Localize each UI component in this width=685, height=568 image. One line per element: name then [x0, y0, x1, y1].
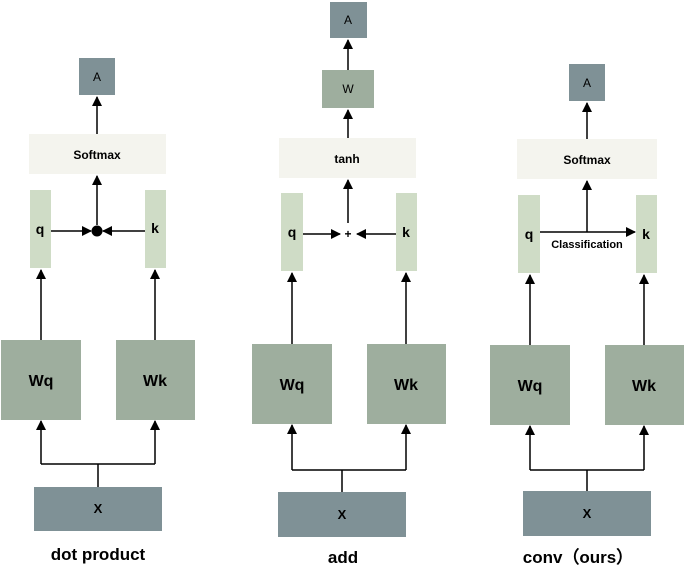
- wk-label: Wk: [394, 377, 418, 394]
- a-label: A: [344, 13, 352, 27]
- x-box: [523, 491, 651, 536]
- wq-box: [252, 344, 332, 424]
- a-label: A: [583, 76, 591, 90]
- tanh-box: [279, 138, 416, 178]
- softmax-box: [29, 134, 166, 174]
- wk-label: Wk: [143, 373, 167, 390]
- k-label: k: [151, 220, 159, 236]
- x-box: [278, 492, 406, 537]
- a-box: [79, 58, 115, 95]
- wq-box: [490, 345, 570, 425]
- q-label: q: [288, 224, 297, 240]
- tanh-label: tanh: [334, 152, 359, 166]
- k-label: k: [402, 224, 410, 240]
- wq-box: [1, 340, 81, 420]
- w-box: [322, 70, 374, 108]
- wq-label: Wq: [518, 378, 543, 395]
- q-box: [281, 193, 303, 271]
- panel-add: X Wq Wk q k tanh W A + add: [252, 2, 446, 567]
- dot-product-node: [91, 225, 103, 237]
- wk-label: Wk: [632, 378, 656, 395]
- k-box: [636, 195, 657, 273]
- x-label: X: [94, 501, 103, 516]
- x-box: [34, 487, 162, 531]
- x-label: X: [583, 506, 592, 521]
- wk-box: [605, 345, 684, 425]
- panel-conv: X Wq Wk q k Softmax A Classification con…: [490, 64, 684, 567]
- a-label: A: [93, 70, 101, 84]
- x-label: X: [338, 507, 347, 522]
- classification-label: Classification: [551, 239, 623, 251]
- softmax-box: [517, 139, 657, 179]
- panel-caption: add: [328, 548, 358, 567]
- a-box: [569, 64, 605, 101]
- panel-dot-product: X Wq Wk q k Softmax A dot p: [1, 58, 195, 564]
- k-label: k: [642, 226, 650, 242]
- add-operator: +: [344, 227, 351, 241]
- q-label: q: [36, 221, 45, 237]
- wk-box: [367, 344, 446, 424]
- k-box: [396, 193, 417, 271]
- q-box: [30, 190, 51, 268]
- wq-label: Wq: [29, 373, 54, 390]
- w-label: W: [342, 82, 354, 96]
- wq-label: Wq: [280, 377, 305, 394]
- a-box: [330, 2, 367, 38]
- wk-box: [116, 340, 195, 420]
- q-label: q: [525, 226, 534, 242]
- panel-caption: conv（ours）: [523, 547, 634, 567]
- softmax-label: Softmax: [563, 153, 611, 167]
- q-box: [518, 195, 540, 273]
- softmax-label: Softmax: [73, 148, 121, 162]
- panel-caption: dot product: [51, 545, 146, 564]
- k-box: [145, 190, 166, 268]
